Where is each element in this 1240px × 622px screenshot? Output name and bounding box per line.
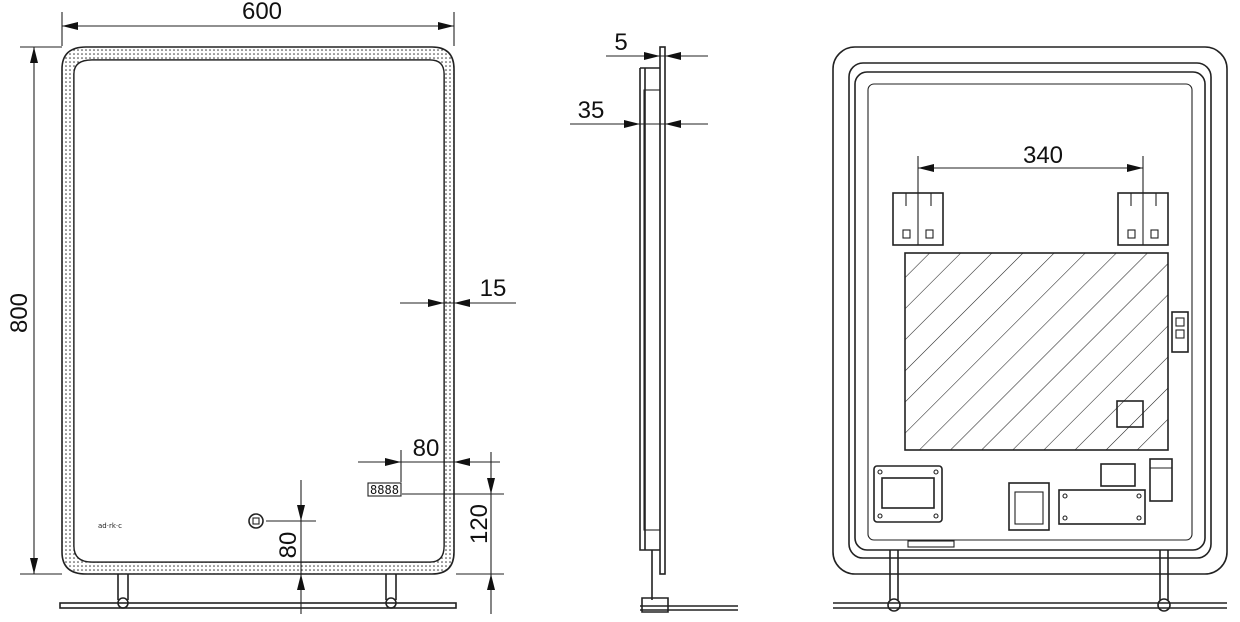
- front-stand: [59, 574, 457, 609]
- side-frame: [639, 67, 660, 551]
- sensor-module: [1100, 458, 1173, 502]
- touch-switch-icon: [248, 513, 264, 529]
- side-view: 5 35: [570, 29, 738, 613]
- side-connector: [1171, 311, 1189, 353]
- wall-bracket-right: [1117, 192, 1169, 246]
- dimension-bracket-spacing: 340: [917, 142, 1144, 193]
- rear-outer-frame: [832, 46, 1228, 575]
- dimension-glass: 5: [606, 29, 708, 60]
- control-board: [1058, 489, 1146, 525]
- dim-clock-height-label: 120: [466, 504, 493, 544]
- dim-bracket-spacing-label: 340: [1023, 142, 1063, 169]
- dim-width-label: 600: [242, 0, 282, 25]
- dimension-switch-height: 80: [266, 480, 316, 614]
- dimension-depth: 35: [570, 97, 708, 128]
- brand-mark: ad·rk·c: [98, 522, 122, 530]
- dimension-clock-height: 120: [402, 452, 504, 614]
- driver-box: [873, 465, 943, 523]
- dim-border-label: 15: [480, 275, 507, 302]
- rear-stand: [833, 550, 1227, 612]
- rear-view: 340: [832, 46, 1228, 612]
- front-view: 8888 ad·rk·c 600 800: [6, 0, 516, 614]
- dim-height-label: 800: [6, 293, 33, 333]
- dimension-height: 800: [6, 46, 62, 575]
- dim-depth-label: 35: [578, 97, 605, 124]
- heating-pad: [904, 252, 1169, 451]
- dimension-clock-offset: 80: [358, 435, 500, 482]
- clock-display: 8888: [367, 482, 402, 497]
- dimension-width: 600: [61, 0, 455, 46]
- dimension-border: 15: [400, 275, 516, 307]
- dim-switch-height-label: 80: [275, 532, 302, 559]
- svg-text:8888: 8888: [370, 483, 399, 497]
- transformer-box: [1008, 482, 1050, 531]
- wall-bracket-left: [892, 192, 944, 246]
- mirror-glass: [73, 59, 445, 563]
- side-glass: [659, 46, 666, 575]
- dim-glass-label: 5: [614, 29, 627, 56]
- dim-clock-offset-label: 80: [413, 435, 440, 462]
